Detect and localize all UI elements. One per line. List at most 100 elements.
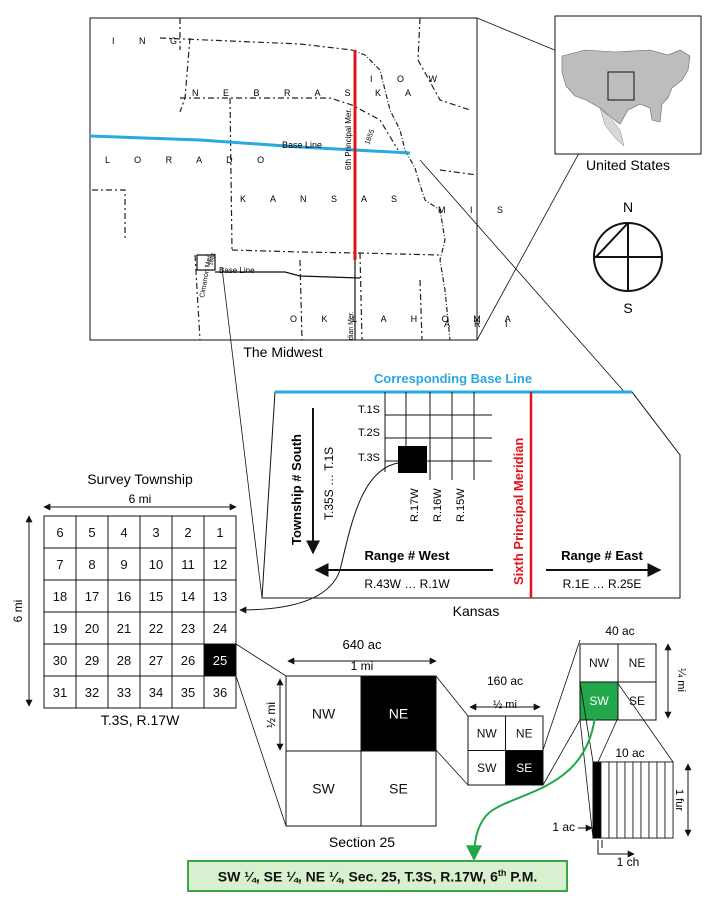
meridian-label: Sixth Principal Meridian <box>511 438 526 585</box>
compass-south: S <box>623 300 632 316</box>
us-map-shape <box>561 49 691 125</box>
section-number-14: 14 <box>181 589 195 604</box>
section-cell-6 <box>43 515 77 549</box>
survey-height-label: 6 mi <box>11 600 25 623</box>
section-number-28: 28 <box>117 653 131 668</box>
section-grid-se-cell <box>360 750 437 827</box>
ten-acre-grid <box>592 761 674 839</box>
section-number-15: 15 <box>149 589 163 604</box>
ten-acre-area: 10 ac <box>615 746 644 760</box>
section-cell-18 <box>43 579 77 613</box>
map-base-line-label: Base Line <box>282 140 322 150</box>
kansas-diagram: Corresponding Base Line Sixth Principal … <box>261 371 681 619</box>
section-caption: Section 25 <box>329 834 395 850</box>
section-number-26: 26 <box>181 653 195 668</box>
quarter-grid-ne-cell <box>505 715 544 751</box>
ten-acre-diagram: 10 ac 1 fur 1 ac 1 ch <box>552 746 692 869</box>
section-half: ½ mi <box>264 702 278 728</box>
range-r15w: R.15W <box>455 488 467 522</box>
range-r16w: R.16W <box>432 488 444 522</box>
quarter-grid-se-label: SE <box>516 761 532 775</box>
section-number-22: 22 <box>149 621 163 636</box>
section-grid-nw-label: NW <box>312 705 336 721</box>
township-range-values: T.35S … T.1S <box>322 447 336 520</box>
ten-acre-height: 1 fur <box>673 789 685 811</box>
state-label-mis: M I S <box>438 205 514 215</box>
section-cell-1 <box>203 515 237 549</box>
section-number-12: 12 <box>213 557 227 572</box>
qq-grid-ne-label: NE <box>629 656 646 670</box>
section-number-1: 1 <box>216 525 223 540</box>
quarter-grid-nw-label: NW <box>477 726 498 740</box>
section-number-27: 27 <box>149 653 163 668</box>
section-number-3: 3 <box>152 525 159 540</box>
acre-strip <box>632 761 642 839</box>
range-west-label: Range # West <box>364 548 450 563</box>
township-t1s: T.1S <box>358 404 380 416</box>
section-cell-2 <box>171 515 205 549</box>
state-label-iowa: I O W <box>370 74 448 84</box>
section-grid-sw-cell <box>285 750 362 827</box>
section-cell-15 <box>139 579 173 613</box>
state-label-ark: A R I <box>444 319 519 329</box>
acre-strip <box>592 761 602 839</box>
section-number-21: 21 <box>117 621 131 636</box>
township-t3s: T.3S <box>358 452 380 464</box>
section-number-5: 5 <box>88 525 95 540</box>
acre-strip <box>656 761 666 839</box>
map-cimarron-year: 1881 <box>208 251 217 266</box>
section-number-32: 32 <box>85 685 99 700</box>
legal-description-box: SW ¼, SE ¼, NE ¼, Sec. 25, T.3S, R.17W, … <box>187 860 568 892</box>
township-south-label: Township # South <box>289 434 304 545</box>
section-cell-9 <box>107 547 141 581</box>
quarter-grid-nw-cell <box>467 715 506 751</box>
section-number-13: 13 <box>213 589 227 604</box>
section-grid-nw-cell <box>285 675 362 752</box>
section-number-4: 4 <box>120 525 127 540</box>
one-chain-label: 1 ch <box>617 855 640 869</box>
section-cell-11 <box>171 547 205 581</box>
section-cell-13 <box>203 579 237 613</box>
map-cimarron-base: Base Line <box>219 266 255 275</box>
quarter-grid-sw-label: SW <box>477 761 497 775</box>
section-cell-31 <box>43 675 77 709</box>
kansas-title: Kansas <box>453 603 500 619</box>
survey-township-title: Survey Township <box>87 471 193 487</box>
section-number-31: 31 <box>53 685 67 700</box>
section-number-25: 25 <box>213 653 227 668</box>
compass: N S <box>593 199 663 316</box>
section-cell-5 <box>75 515 109 549</box>
qq-grid-sw-label: SW <box>589 694 609 708</box>
result-arrow <box>466 707 597 862</box>
section-number-11: 11 <box>181 557 195 572</box>
us-map-highlight-box <box>607 71 635 101</box>
us-inset-map: United States <box>554 15 702 173</box>
section-number-23: 23 <box>181 621 195 636</box>
section-cell-14 <box>171 579 205 613</box>
section-number-24: 24 <box>213 621 227 636</box>
acre-strip <box>616 761 626 839</box>
section-grid-ne-label: NE <box>389 705 408 721</box>
state-label-nebraska: N E B R A S K A <box>192 88 422 98</box>
section-cell-25 <box>203 643 237 677</box>
section-cell-22 <box>139 611 173 645</box>
acre-strip <box>664 761 674 839</box>
section-number-16: 16 <box>117 589 131 604</box>
survey-width-label: 6 mi <box>129 492 152 506</box>
section-number-17: 17 <box>85 589 99 604</box>
range-west-values: R.43W … R.1W <box>364 577 450 591</box>
section-number-20: 20 <box>85 621 99 636</box>
one-acre-label: 1 ac <box>552 820 575 834</box>
legal-description-text: SW ¼, SE ¼, NE ¼, Sec. 25, T.3S, R.17W, … <box>217 867 538 885</box>
qq-grid-se-label: SE <box>629 694 645 708</box>
section-number-8: 8 <box>88 557 95 572</box>
section-cell-33 <box>107 675 141 709</box>
section-cell-12 <box>203 547 237 581</box>
section-grid-sw-label: SW <box>312 780 335 796</box>
range-r17w: R.17W <box>409 488 421 522</box>
